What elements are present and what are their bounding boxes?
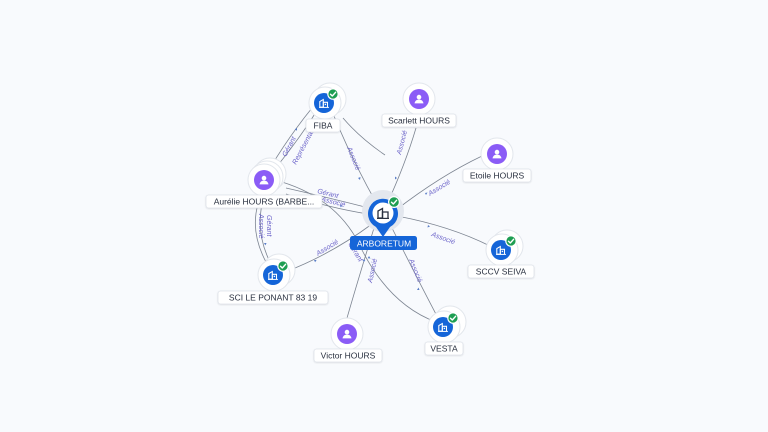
edge-label-scarlett: Associé [396, 130, 409, 157]
edge-fiba-upper [342, 117, 386, 156]
edge-label-aurelie-sci-associe: Associé [257, 213, 264, 239]
edge-label-sccv: Associé [429, 231, 455, 246]
building-icon [377, 207, 389, 219]
node-label-fiba: FIBA [314, 121, 333, 131]
node-label-scarlett: Scarlett HOURS [388, 116, 450, 126]
edge-etoile-arboretum[interactable] [395, 155, 483, 211]
node-label-sccv: SCCV SEIVA [476, 267, 527, 277]
node-label-victor: Victor HOURS [321, 351, 376, 361]
node-etoile-hours[interactable]: Etoile HOURS [462, 137, 532, 183]
node-sci-le-ponant[interactable]: SCI LE PONANT 83 19 [217, 253, 329, 305]
edge-label-sci: Associé [315, 239, 340, 259]
node-arboretum-center[interactable]: ARBORETUM [350, 190, 417, 250]
edge-label-aurelie-sci-gerant: Gérant [265, 215, 272, 237]
node-label-aurelie: Aurélie HOURS (BARBE... [214, 197, 315, 207]
node-aurelie-hours[interactable]: Aurélie HOURS (BARBE... [205, 157, 323, 209]
edge-label-etoile: Associé [427, 179, 452, 199]
edge-sccv-arboretum[interactable] [396, 215, 491, 247]
node-label-etoile: Etoile HOURS [470, 171, 525, 181]
node-scarlett-hours[interactable]: Scarlett HOURS [381, 82, 457, 128]
node-victor-hours[interactable]: Victor HOURS [313, 317, 383, 363]
node-label-arboretum: ARBORETUM [357, 239, 411, 249]
node-sccv-seiva[interactable]: SCCV SEIVA [467, 229, 535, 279]
node-label-vesta: VESTA [430, 344, 458, 354]
edge-arrows [264, 128, 430, 290]
edge-aurelie-arboretum-1[interactable] [285, 187, 370, 209]
edge-aurelie-sci-2[interactable] [259, 203, 271, 263]
edge-label-vesta: Associé [407, 257, 423, 283]
node-vesta[interactable]: VESTA [424, 305, 467, 356]
edge-label-fiba: Associé [345, 145, 361, 171]
edge-aurelie-sci-1[interactable] [254, 203, 267, 263]
node-fiba[interactable]: FIBA [305, 82, 347, 133]
node-label-sci: SCI LE PONANT 83 19 [229, 293, 317, 303]
